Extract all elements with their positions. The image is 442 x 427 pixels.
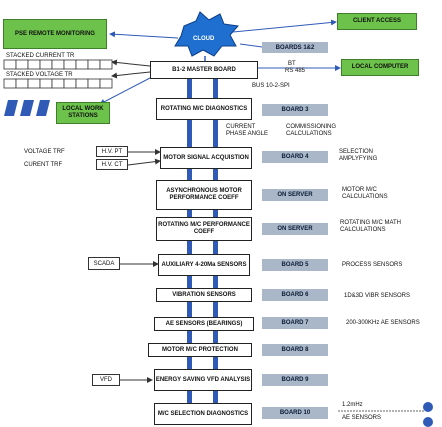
protection-block: MOTOR M/C PROTECTION (148, 343, 252, 357)
board-6-tag: BOARD 6 (262, 289, 328, 301)
ae-sensors-label: AE SENSORS (342, 415, 382, 421)
client-access-box: CLIENT ACCESS (337, 13, 417, 30)
local-computer-box: LOCAL COMPUTER (341, 59, 419, 76)
async-motor-block: ASYNCHRONOUS MOTOR PERFORMANCE COEFF (156, 180, 252, 210)
process-sensors-label: PROCESS SENSORS (342, 262, 403, 268)
selection-label: SELECTION AMPLYFYING (339, 149, 378, 162)
voltage-trf-label: VOLTAGE TRF (24, 149, 65, 155)
rotating-math-label: ROTATING M/C MATH CALCULATIONS (340, 220, 401, 233)
stacked-current-cells (3, 59, 113, 70)
board-9-tag: BOARD 9 (262, 374, 328, 386)
stacked-voltage-label: STACKED VOLTAGE TR (6, 72, 73, 78)
bus-bar-left (187, 72, 192, 422)
rs485-label: RS 485 (285, 68, 306, 74)
rotating-diagnostics-block: ROTATING M/C DIAGNOSTICS (156, 98, 252, 120)
on-server-tag-2: ON SERVER (262, 223, 328, 235)
mc-selection-block: M/C SELECTION DIAGNOSTICS (154, 403, 252, 425)
board-7-tag: BOARD 7 (262, 317, 328, 329)
mhz-label: 1.2mHz (342, 402, 363, 408)
board-4-tag: BOARD 4 (262, 151, 328, 163)
motor-signal-block: MOTOR SIGNAL ACQUISTION (160, 147, 252, 169)
vfd-box: VFD (92, 374, 120, 386)
rotating-performance-block: ROTATING M/C PERFORMANCE COEFF (156, 217, 252, 241)
auxiliary-sensors-block: AUXILIARY 4-20Ma SENSORS (158, 254, 250, 276)
scada-box: SCADA (88, 257, 120, 270)
ae-note: 200-300KHz AE SENSORS (346, 320, 420, 326)
bus-label: BUS 10-2-SPI (252, 83, 290, 89)
board-8-tag: BOARD 8 (262, 344, 328, 356)
stacked-current-label: STACKED CURRENT TR (6, 53, 75, 59)
bus-bar-right (213, 72, 218, 422)
on-server-tag-1: ON SERVER (262, 189, 328, 201)
board-10-tag: BOARD 10 (262, 407, 328, 419)
stacked-voltage-cells (3, 78, 113, 89)
board-3-tag: BOARD 3 (262, 104, 328, 116)
hv-ct-box: H.V. CT (96, 159, 128, 170)
energy-saving-block: ENERGY SAVING VFD ANALYSIS (154, 369, 252, 391)
local-work-stations-box: LOCAL WORK STATIONS (56, 102, 110, 124)
ae-sensor-dot-2 (423, 417, 433, 427)
hv-pt-box: H.V. PT (96, 146, 128, 157)
bt-label: BT (288, 61, 296, 67)
current-trf-label: CURENT TRF (24, 162, 63, 168)
board-5-tag: BOARD 5 (262, 259, 328, 271)
master-board: B1-2 MASTER BOARD (150, 61, 258, 79)
cloud-label: CLOUD (193, 36, 215, 42)
vibration-note: 1D&3D VIBR SENSORS (344, 293, 411, 299)
commissioning-label: COMMISSIONING CALCULATIONS (286, 124, 337, 137)
remote-monitoring-box: PSE REMOTE MONITORING (3, 19, 107, 49)
vibration-block: VIBRATION SENSORS (156, 288, 252, 302)
ae-sensor-dot-1 (423, 402, 433, 412)
workstation-monitors-icon (4, 100, 50, 116)
cloud-icon (174, 11, 239, 57)
motor-calc-label: MOTOR M/C CALCULATIONS (342, 187, 388, 200)
boards-1-2-tag: BOARDS 1&2 (262, 42, 328, 53)
current-phase-label: CURRENT PHASE ANGLE (226, 124, 269, 137)
ae-sensors-block: AE SENSORS (BEARINGS) (154, 317, 254, 331)
